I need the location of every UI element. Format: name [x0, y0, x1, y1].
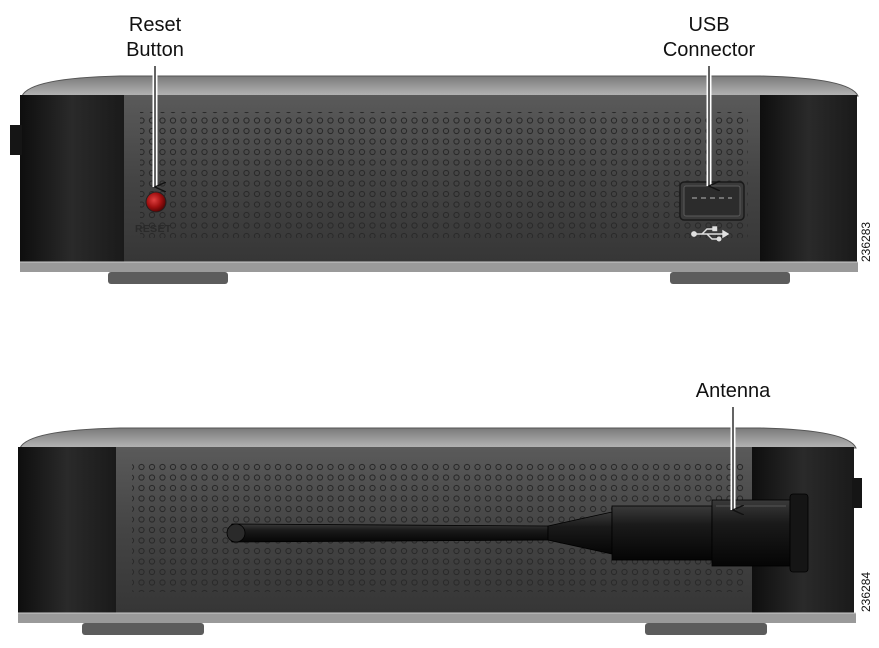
- front-foot-left: [108, 272, 228, 284]
- rear-foot-left: [82, 623, 204, 635]
- rear-bottom-trim: [18, 613, 856, 623]
- rear-left-side: [18, 447, 116, 615]
- reset-marking: RESET: [135, 223, 172, 235]
- reset-button-label-line1: Reset: [129, 14, 182, 36]
- front-right-side: [760, 95, 857, 265]
- antenna-icon: [226, 493, 809, 573]
- antenna-label: Antenna: [696, 380, 771, 402]
- figure-id-front: 236283: [859, 222, 873, 262]
- usb-connector-label-line2: Connector: [663, 39, 756, 61]
- rear-top-edge: [19, 427, 857, 449]
- front-view: RESET Reset Button USB Connector 236283: [10, 14, 873, 284]
- front-bottom-trim: [20, 262, 858, 272]
- reset-button-label-line2: Button: [126, 39, 184, 61]
- front-left-tab: [10, 125, 22, 155]
- usb-symbol-icon: [691, 226, 730, 242]
- reset-button-icon: [145, 191, 167, 213]
- usb-port-icon: [679, 181, 745, 221]
- rear-view: Antenna 236284: [18, 380, 873, 635]
- front-left-side: [20, 95, 124, 265]
- usb-connector-label-line1: USB: [688, 14, 729, 36]
- rear-right-tab: [852, 478, 862, 508]
- figure-id-rear: 236284: [859, 572, 873, 612]
- front-vent-grille: [140, 112, 748, 238]
- front-top-edge: [21, 75, 859, 97]
- rear-foot-right: [645, 623, 767, 635]
- front-foot-right: [670, 272, 790, 284]
